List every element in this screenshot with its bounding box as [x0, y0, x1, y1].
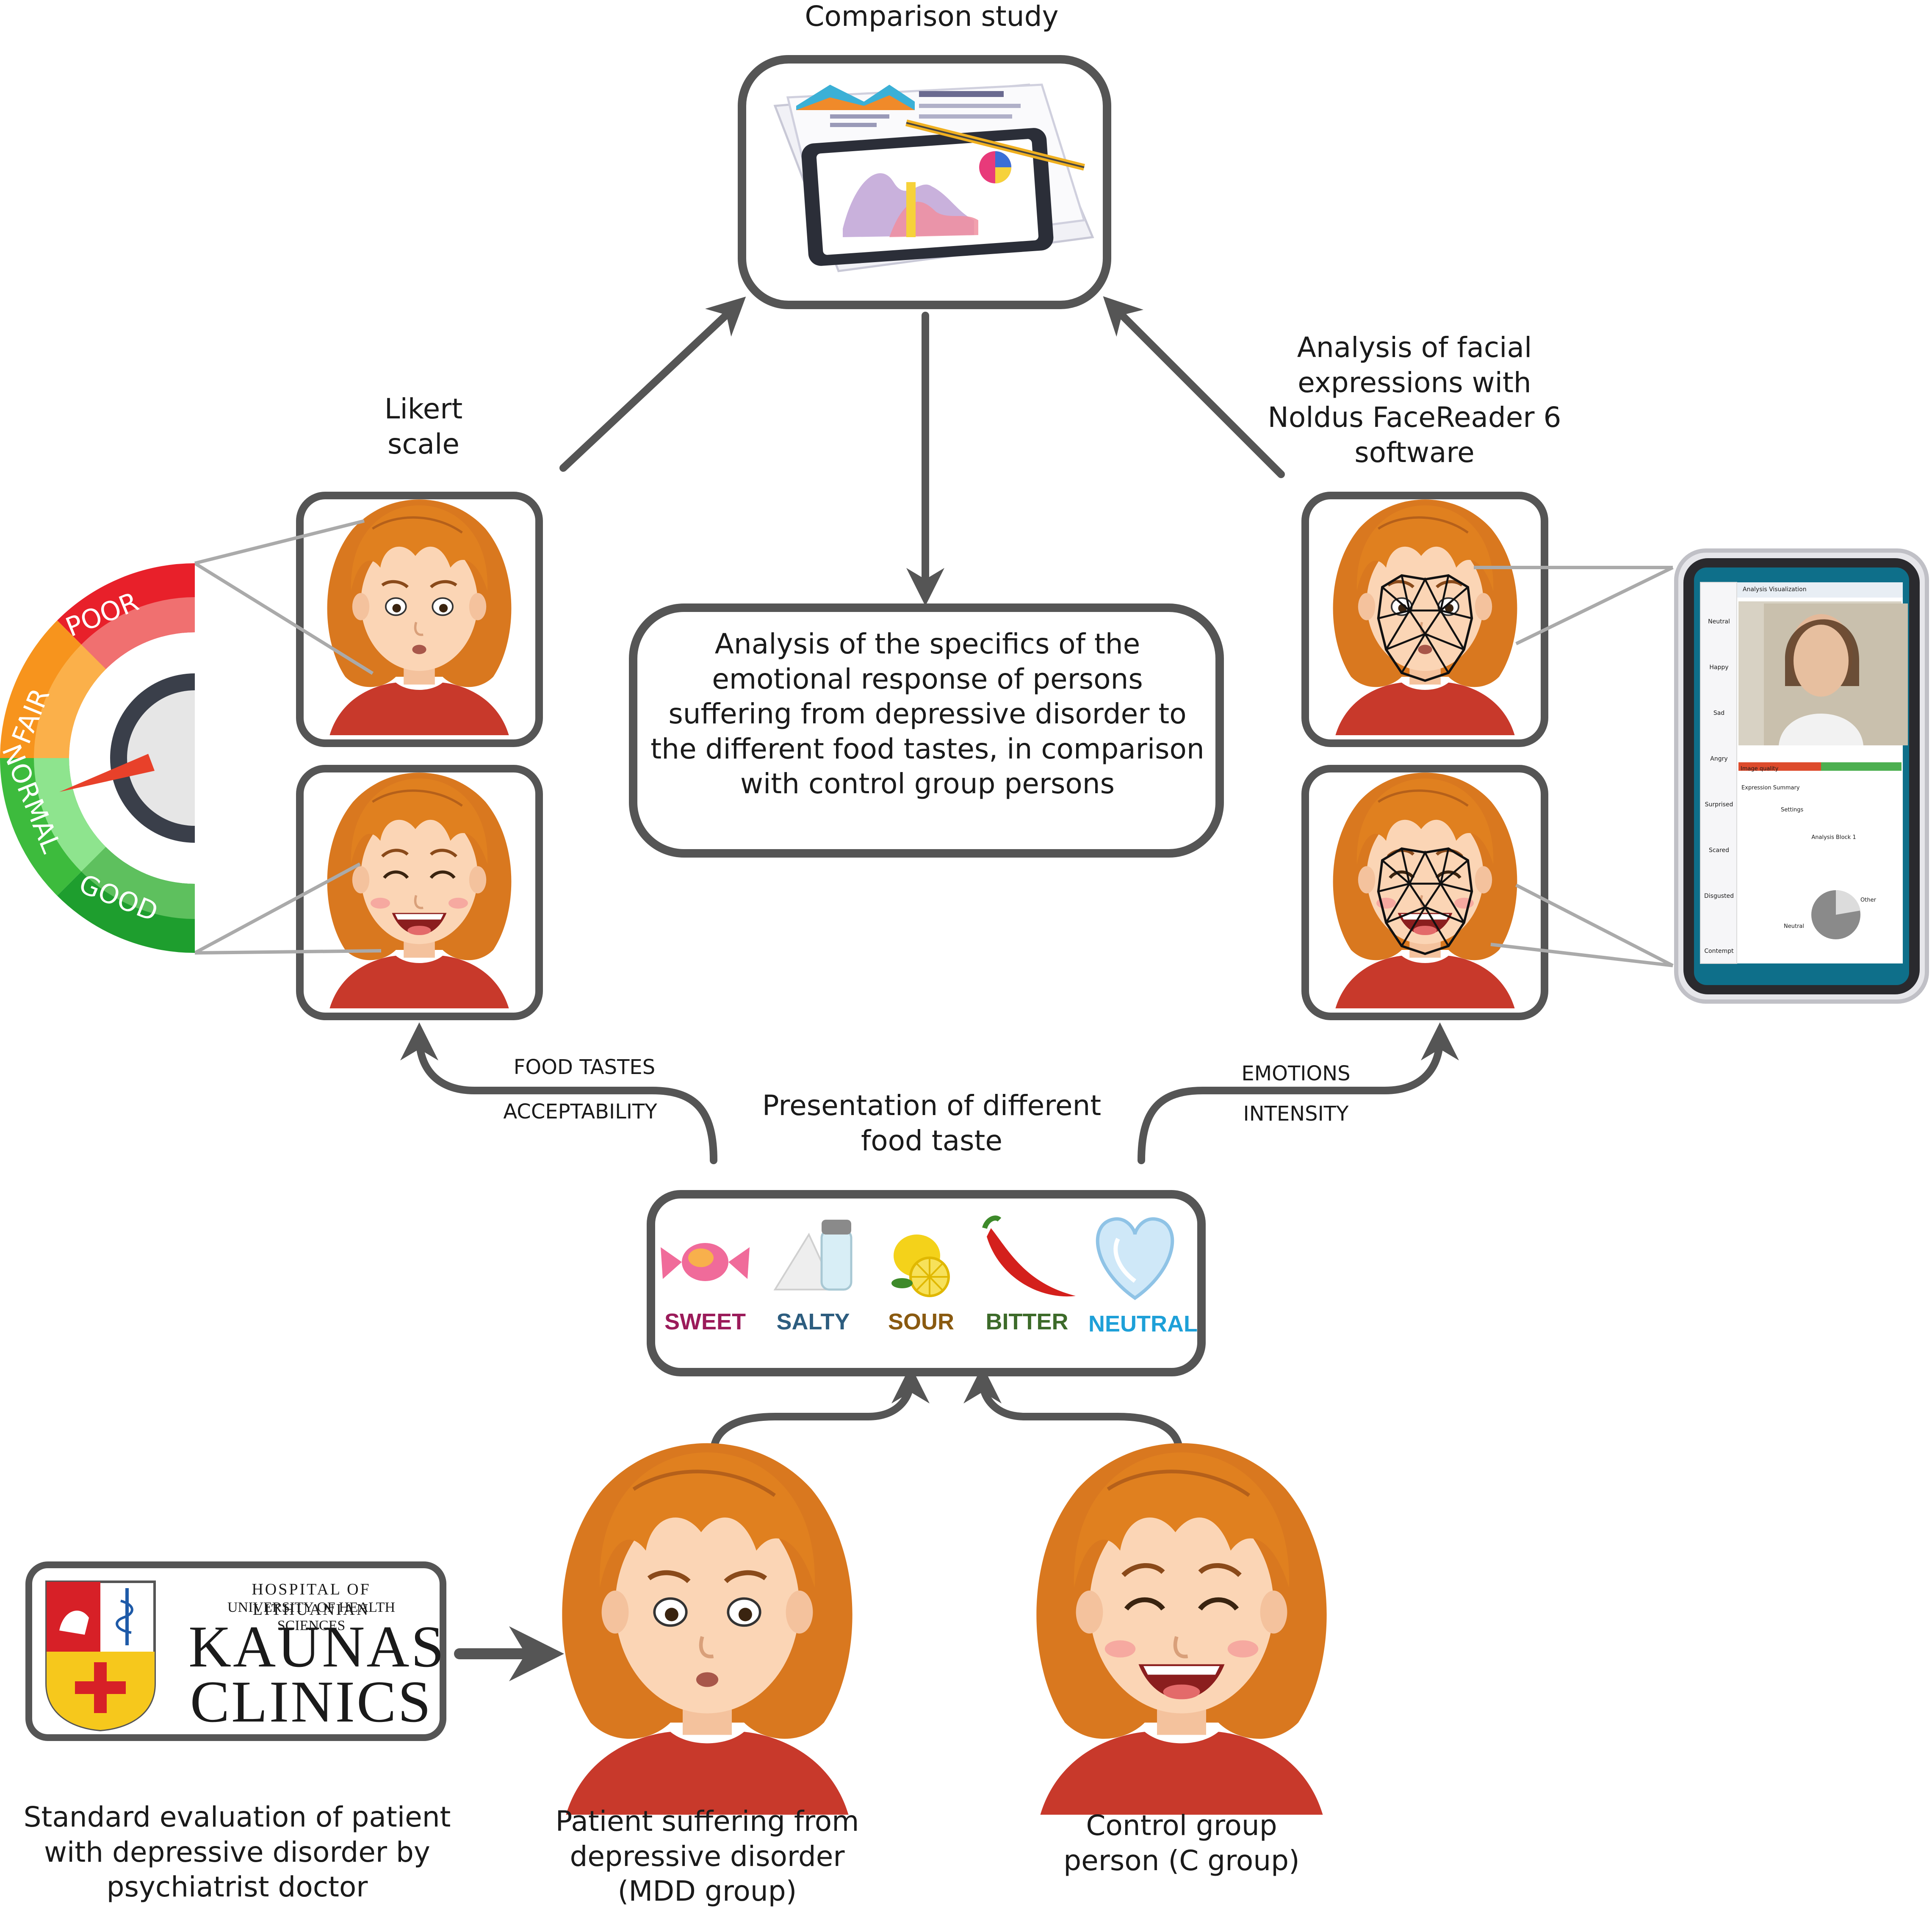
- food-tastes-label: FOOD TASTES: [513, 1055, 656, 1079]
- phone-analysis-block: Analysis Block 1: [1811, 834, 1856, 841]
- arrows: [400, 296, 1459, 1681]
- taste-label-salty: SALTY: [776, 1309, 850, 1334]
- arrow-patient-to-presentation: [710, 1365, 930, 1482]
- gauge-needle: [59, 754, 155, 792]
- chili-icon: [982, 1215, 1076, 1297]
- phone-facereader: [1674, 548, 1929, 1004]
- tablet-chart-illustration: [773, 83, 1094, 272]
- analysis-line-3: suffering from depressive disorder to: [668, 698, 1187, 730]
- arrow-presentation-to-facereader: [1138, 1022, 1459, 1164]
- phone-pie-other: Other: [1860, 897, 1876, 903]
- facereader-line-1: Analysis of facial: [1297, 331, 1532, 364]
- analysis-line-5: with control group persons: [740, 767, 1115, 800]
- analysis-box-text: Analysis of the specifics of the emotion…: [644, 627, 1211, 802]
- facereader-happy-face-box: [1301, 765, 1548, 1020]
- phone-expression-summary: Expression Summary: [1741, 785, 1800, 791]
- analysis-line-1: Analysis of the specifics of the: [714, 628, 1140, 660]
- arrow-likert-to-comparison: [559, 296, 746, 472]
- likert-line-2: scale: [387, 427, 460, 460]
- arrow-facereader-to-comparison: [1103, 296, 1285, 478]
- acceptability-label: ACCEPTABILITY: [503, 1100, 657, 1124]
- standard-evaluation-caption: Standard evaluation of patient with depr…: [8, 1800, 466, 1905]
- patient-line-2: depressive disorder: [570, 1840, 845, 1873]
- emotions-label: EMOTIONS: [1241, 1062, 1351, 1085]
- phone-emotion-neutral: Neutral: [1708, 618, 1730, 625]
- phone-image-quality: Image quality: [1741, 766, 1779, 772]
- likert-scale-title: Likert scale: [339, 392, 508, 462]
- standard-eval-line-3: psychiatrist doctor: [106, 1871, 368, 1903]
- phone-emotion-happy: Happy: [1709, 664, 1729, 671]
- analysis-line-2: emotional response of persons: [712, 662, 1143, 695]
- facereader-sad-face-box: [1301, 492, 1548, 747]
- likert-line-1: Likert: [384, 393, 463, 425]
- intensity-label: INTENSITY: [1243, 1102, 1349, 1126]
- candy-icon: [661, 1243, 750, 1281]
- likert-sad-face-box: [296, 492, 543, 747]
- taste-label-sour: SOUR: [888, 1309, 954, 1334]
- arrow-presentation-to-likert: [400, 1022, 717, 1164]
- phone-emotion-contempt: Contempt: [1704, 948, 1734, 955]
- control-line-2: person (C group): [1063, 1844, 1300, 1877]
- taste-label-bitter: BITTER: [985, 1309, 1068, 1334]
- standard-eval-line-1: Standard evaluation of patient: [23, 1801, 451, 1833]
- taste-label-sweet: SWEET: [664, 1309, 746, 1334]
- presentation-title: Presentation of different food taste: [720, 1088, 1143, 1158]
- comparison-study-title: Comparison study: [805, 0, 1059, 33]
- hospital-logo-box: [25, 1561, 446, 1741]
- water-heart-icon: [1096, 1217, 1174, 1300]
- phone-pie-neutral: Neutral: [1784, 923, 1804, 930]
- phone-window-title: Analysis Visualization: [1743, 586, 1807, 593]
- phone-settings-button[interactable]: Settings: [1781, 807, 1804, 813]
- lemon-icon: [891, 1235, 950, 1297]
- patient-caption: Patient suffering from depressive disord…: [517, 1804, 898, 1909]
- standard-eval-line-2: with depressive disorder by: [44, 1835, 430, 1868]
- likert-gauge: POOR FAIR NORMAL GOOD: [0, 563, 195, 953]
- hospital-shield-icon: [45, 1581, 156, 1732]
- presentation-line-2: food taste: [861, 1124, 1003, 1157]
- patient-line-3: (MDD group): [617, 1875, 797, 1907]
- control-caption: Control group person (C group): [1008, 1808, 1355, 1878]
- facereader-line-3: Noldus FaceReader 6: [1268, 401, 1561, 434]
- control-line-1: Control group: [1086, 1809, 1277, 1842]
- control-group-face: [1036, 1443, 1326, 1815]
- presentation-line-1: Presentation of different: [762, 1089, 1102, 1122]
- comparison-study-box: [738, 55, 1111, 309]
- phone-emotion-scared: Scared: [1708, 847, 1730, 854]
- facereader-line-2: expressions with: [1298, 366, 1531, 399]
- hospital-name-2: CLINICS: [190, 1669, 433, 1735]
- phone-emotion-sad: Sad: [1713, 710, 1725, 717]
- taste-icons: [661, 1215, 1174, 1300]
- analysis-box: [629, 603, 1224, 858]
- taste-label-neutral: NEUTRAL: [1088, 1311, 1198, 1337]
- hospital-name-1: KAUNAS: [188, 1614, 446, 1680]
- phone-emotion-disgusted: Disgusted: [1704, 893, 1734, 900]
- hospital-line-2: UNIVERSITY OF HEALTH SCIENCES: [227, 1600, 396, 1633]
- analysis-line-4: the different food tastes, in comparison: [650, 732, 1204, 765]
- zoom-connectors: [194, 519, 1674, 967]
- phone-emotion-surprised: Surprised: [1705, 801, 1733, 808]
- facereader-line-4: software: [1354, 436, 1475, 469]
- phone-emotion-angry: Angry: [1710, 756, 1728, 762]
- salt-icon: [773, 1220, 853, 1291]
- facereader-title: Analysis of facial expressions with Nold…: [1220, 330, 1609, 470]
- patient-line-1: Patient suffering from: [555, 1805, 859, 1838]
- patient-mdd-face: [562, 1443, 852, 1815]
- hospital-line-1: HOSPITAL OF LITHUANIAN: [252, 1581, 371, 1619]
- likert-happy-face-box: [296, 765, 543, 1020]
- arrow-control-to-presentation: [963, 1365, 1183, 1482]
